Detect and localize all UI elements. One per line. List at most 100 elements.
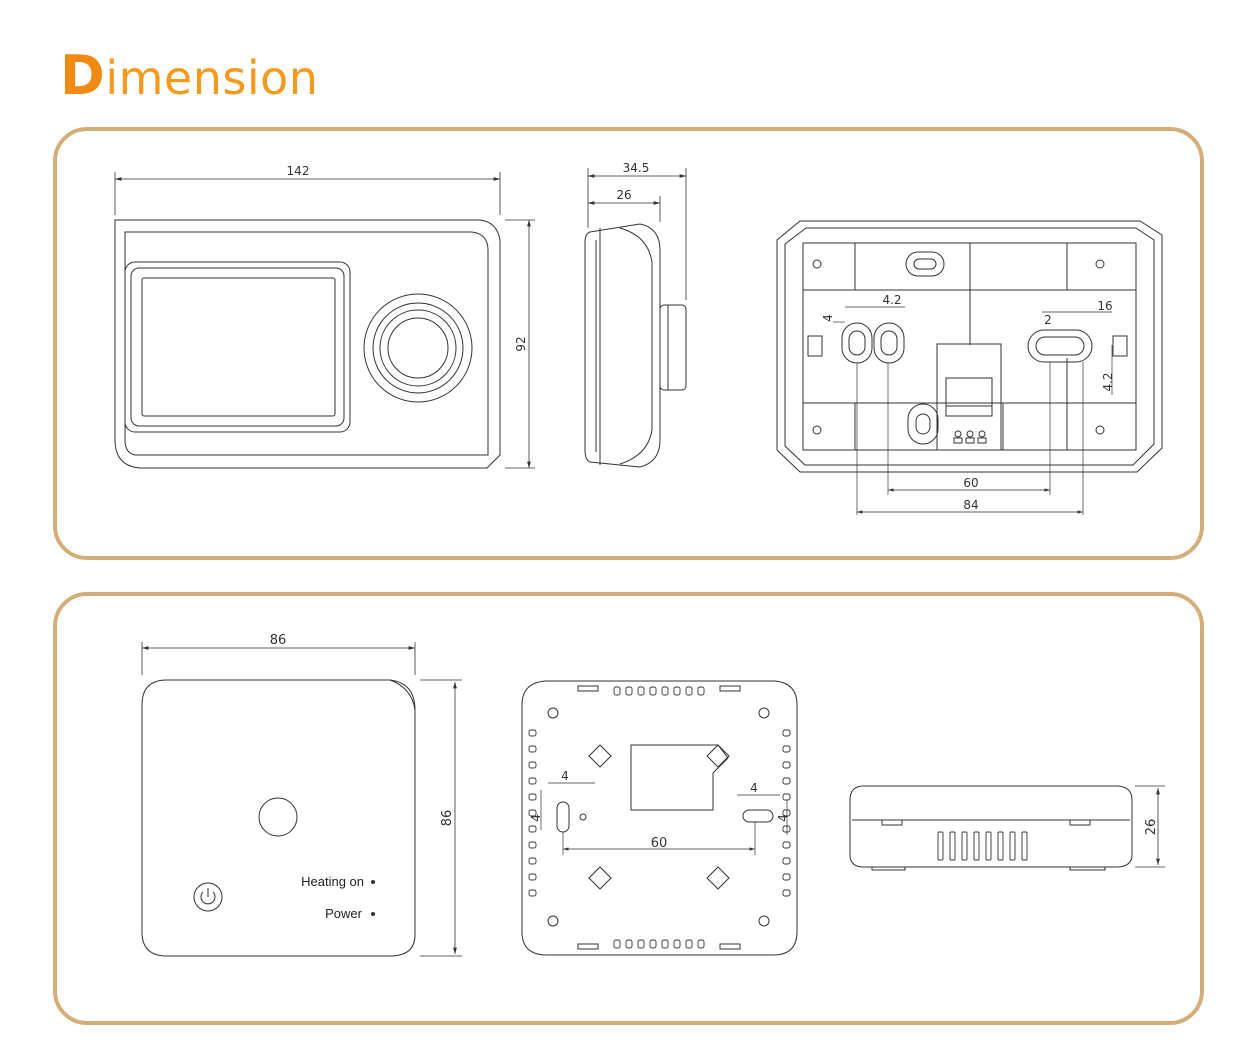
vent-holes bbox=[528, 686, 791, 949]
vent-hole bbox=[613, 939, 621, 949]
vent-hole bbox=[637, 686, 645, 696]
vent-hole bbox=[782, 809, 791, 817]
vent-hole bbox=[782, 889, 791, 897]
mounting-hole-left bbox=[841, 322, 873, 364]
vent-hole bbox=[782, 777, 791, 785]
receiver-front-view bbox=[141, 679, 416, 957]
receiver-back-body bbox=[521, 680, 798, 956]
front-housing-inner bbox=[124, 231, 489, 456]
dial-outer-ring bbox=[363, 293, 473, 403]
back-dimensions bbox=[833, 306, 1113, 515]
terminal-block bbox=[936, 343, 1002, 451]
side-dimensions bbox=[587, 168, 687, 300]
receiver-back-dimensions bbox=[540, 782, 788, 855]
mounting-slot-right bbox=[742, 809, 774, 823]
page-title: Dimension bbox=[60, 48, 318, 106]
vent-hole bbox=[528, 793, 537, 801]
power-icon bbox=[200, 891, 216, 905]
vent-hole bbox=[673, 686, 681, 696]
outer-spacing-dimension: 84 bbox=[963, 498, 978, 512]
vent-hole bbox=[528, 841, 537, 849]
mounting-slot-left bbox=[556, 801, 570, 833]
vent-hole bbox=[649, 686, 657, 696]
slot-width-dimension: 4.2 bbox=[1101, 372, 1115, 391]
vent-hole bbox=[528, 729, 537, 737]
inner-spacing-dimension: 60 bbox=[963, 476, 978, 490]
left-hole-height-dimension: 4 bbox=[821, 314, 835, 322]
screw-hole bbox=[758, 707, 770, 719]
top-slot bbox=[905, 251, 945, 277]
vent-hole bbox=[613, 686, 621, 696]
vent-hole bbox=[637, 939, 645, 949]
power-label: Power bbox=[325, 906, 363, 921]
dial-ring bbox=[372, 302, 464, 394]
vent-hole bbox=[697, 939, 705, 949]
screw-hole bbox=[1095, 425, 1105, 435]
right-slot-width-dimension: 4 bbox=[750, 781, 758, 795]
dial-inner-ring bbox=[379, 309, 457, 387]
vent-hole bbox=[1021, 831, 1028, 861]
slot-length-dimension: 16 bbox=[1097, 299, 1112, 313]
dial-knob bbox=[387, 317, 449, 379]
vent-hole bbox=[528, 873, 537, 881]
front-height-dimension: 92 bbox=[514, 336, 528, 351]
clip-left bbox=[807, 335, 823, 357]
vent-hole bbox=[649, 939, 657, 949]
vent-hole bbox=[528, 745, 537, 753]
receiver-side-body bbox=[849, 785, 1133, 868]
mounting-slot-right bbox=[1027, 329, 1093, 363]
vent-hole bbox=[782, 825, 791, 833]
left-hole-width-dimension: 4.2 bbox=[882, 293, 901, 307]
power-button[interactable] bbox=[193, 882, 223, 912]
vent-hole bbox=[782, 857, 791, 865]
receiver-back-view bbox=[521, 680, 798, 956]
vent-hole bbox=[782, 841, 791, 849]
vent-hole bbox=[782, 745, 791, 753]
vent-hole bbox=[1009, 831, 1016, 861]
front-width-dimension: 142 bbox=[287, 164, 310, 178]
receiver-side-view bbox=[849, 785, 1133, 871]
vent-hole bbox=[528, 857, 537, 865]
clip-right bbox=[1112, 335, 1128, 357]
receiver-front-dimensions bbox=[141, 642, 462, 957]
receiver-side-dimensions bbox=[1135, 785, 1165, 868]
thermostat-front-view bbox=[114, 219, 501, 469]
slot-height-dimension: 2 bbox=[1044, 313, 1052, 327]
vent-hole bbox=[528, 889, 537, 897]
display-screen bbox=[141, 277, 336, 417]
thermostat-side-view bbox=[584, 223, 687, 468]
vent-hole bbox=[685, 686, 693, 696]
vent-hole bbox=[528, 809, 537, 817]
mounting-hole-bottom bbox=[907, 403, 939, 445]
bottom-drawing-panel bbox=[53, 592, 1204, 1025]
vent-hole bbox=[985, 831, 992, 861]
side-knob-profile bbox=[659, 304, 687, 391]
vent-hole bbox=[937, 831, 944, 861]
vent-hole bbox=[625, 686, 633, 696]
receiver-width-dimension: 86 bbox=[270, 633, 287, 648]
left-slot-width-dimension: 4 bbox=[561, 769, 569, 783]
label-area bbox=[630, 744, 729, 811]
front-housing-outline bbox=[114, 219, 501, 469]
screw-hole bbox=[547, 915, 559, 927]
vent-hole bbox=[673, 939, 681, 949]
screw-hole bbox=[758, 915, 770, 927]
title-rest: imension bbox=[105, 51, 319, 105]
heating-on-label: Heating on bbox=[301, 874, 364, 889]
screw-hole bbox=[547, 707, 559, 719]
title-initial: D bbox=[60, 44, 106, 107]
vent-hole bbox=[528, 825, 537, 833]
side-body-depth-dimension: 26 bbox=[616, 188, 631, 202]
top-drawing-panel bbox=[53, 127, 1204, 560]
back-housing bbox=[776, 220, 1163, 473]
screw-hole bbox=[812, 425, 822, 435]
vent-hole bbox=[697, 686, 705, 696]
power-led bbox=[371, 912, 375, 916]
mounting-hole-center bbox=[873, 322, 905, 364]
receiver-height-dimension: 86 bbox=[440, 810, 455, 827]
front-dimensions bbox=[114, 172, 535, 469]
vent-hole bbox=[949, 831, 956, 861]
receiver-slot-spacing-dimension: 60 bbox=[651, 836, 668, 851]
screen-bezel bbox=[124, 261, 351, 433]
